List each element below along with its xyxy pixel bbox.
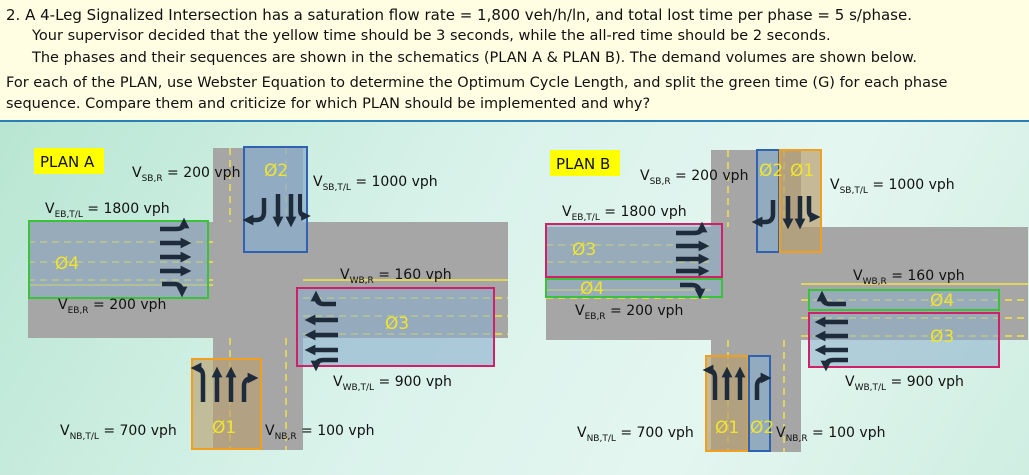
plan-b-v-nbtl: VNB,T/L = 700 vph [577,425,694,444]
plan-b-title-box [550,150,620,176]
plan-a-v-wbtl: VWB,T/L = 900 vph [333,374,452,393]
plan-b-nb-arrows [702,364,772,400]
plan-a-eb-arrows [160,217,192,298]
plan-b-v-sbr: VSB,R = 200 vph [640,168,748,187]
plan-b-phase-1-sb-label: Ø1 [790,161,814,181]
problem-line-3: The phases and their sequences are shown… [32,50,917,66]
plan-a-v-nbtl: VNB,T/L = 700 vph [60,423,177,442]
plan-a-phase-3-label: Ø3 [385,314,409,334]
problem-line-2: Your supervisor decided that the yellow … [32,28,831,44]
plan-a-phase-2-box [243,146,308,253]
plan-a-v-wbr: VWB,R = 160 vph [340,267,452,286]
plan-b-phase-3-wb-label: Ø3 [930,327,954,347]
plan-b-v-ebtl: VEB,T/L = 1800 vph [562,204,687,223]
plan-b-phase-4-wb-label: Ø4 [930,291,954,311]
problem-line-1: 2. A 4-Leg Signalized Intersection has a… [6,6,912,24]
plan-b-wb-arrows [814,290,848,372]
plan-b-eb-arrows [676,221,710,300]
plan-b-title: PLAN B [556,155,610,173]
plan-a-sb-arrows [242,194,297,228]
plan-a-v-sbtl: VSB,T/L = 1000 vph [313,174,438,193]
plan-a-title-box [34,148,104,174]
plan-a-nb-arrows [190,362,259,402]
plan-b-phase-4-eb-box [545,278,723,298]
problem-line-5: sequence. Compare them and criticize for… [6,96,651,112]
plan-b-phase-2-sb-label: Ø2 [759,161,783,181]
plan-b-sb-arrows [751,196,821,230]
plan-a-v-ebr: VEB,R = 200 vph [58,297,166,316]
plan-a-v-sbr: VSB,R = 200 vph [132,165,240,184]
plan-b-phase-4-eb-label: Ø4 [580,279,604,299]
plan-a-title: PLAN A [40,153,95,171]
plan-b-v-sbtl: VSB,T/L = 1000 vph [830,177,955,196]
plan-a-sb-left-arrow [298,194,311,221]
problem-statement: 2. A 4-Leg Signalized Intersection has a… [0,0,1029,118]
plan-b-v-nbr: VNB,R = 100 vph [776,425,885,444]
plan-b-phase-4-wb-box [808,289,1000,311]
plan-a-wb-arrows [304,290,338,372]
plan-a-v-ebtl: VEB,T/L = 1800 vph [45,201,170,220]
plan-a-phase-4-label: Ø4 [55,254,79,274]
plan-b-phase-1-nb-label: Ø1 [715,418,739,438]
plan-b-phase-3-eb-label: Ø3 [572,240,596,260]
plan-b-phase-2-nb-label: Ø2 [750,418,774,438]
plan-b-diagram: Ø2 Ø1 Ø3 Ø4 Ø4 Ø3 Ø1 Ø2 PLAN B VSB,R = 2… [545,149,1028,452]
plan-b-v-wbr: VWB,R = 160 vph [853,268,965,287]
plan-b-v-ebr: VEB,R = 200 vph [575,303,683,322]
problem-line-4: For each of the PLAN, use Webster Equati… [6,75,948,91]
plan-a-v-nbr: VNB,R = 100 vph [265,423,374,442]
plan-a-phase-2-label: Ø2 [264,161,288,181]
plan-a-phase-1-label: Ø1 [212,418,236,438]
plan-a-diagram: Ø2 Ø4 Ø3 Ø1 PLAN A VSB,R = 200 vph VSB,T… [28,146,508,450]
plan-a-phase-3-box [296,287,495,367]
plan-b-v-wbtl: VWB,T/L = 900 vph [845,374,964,393]
